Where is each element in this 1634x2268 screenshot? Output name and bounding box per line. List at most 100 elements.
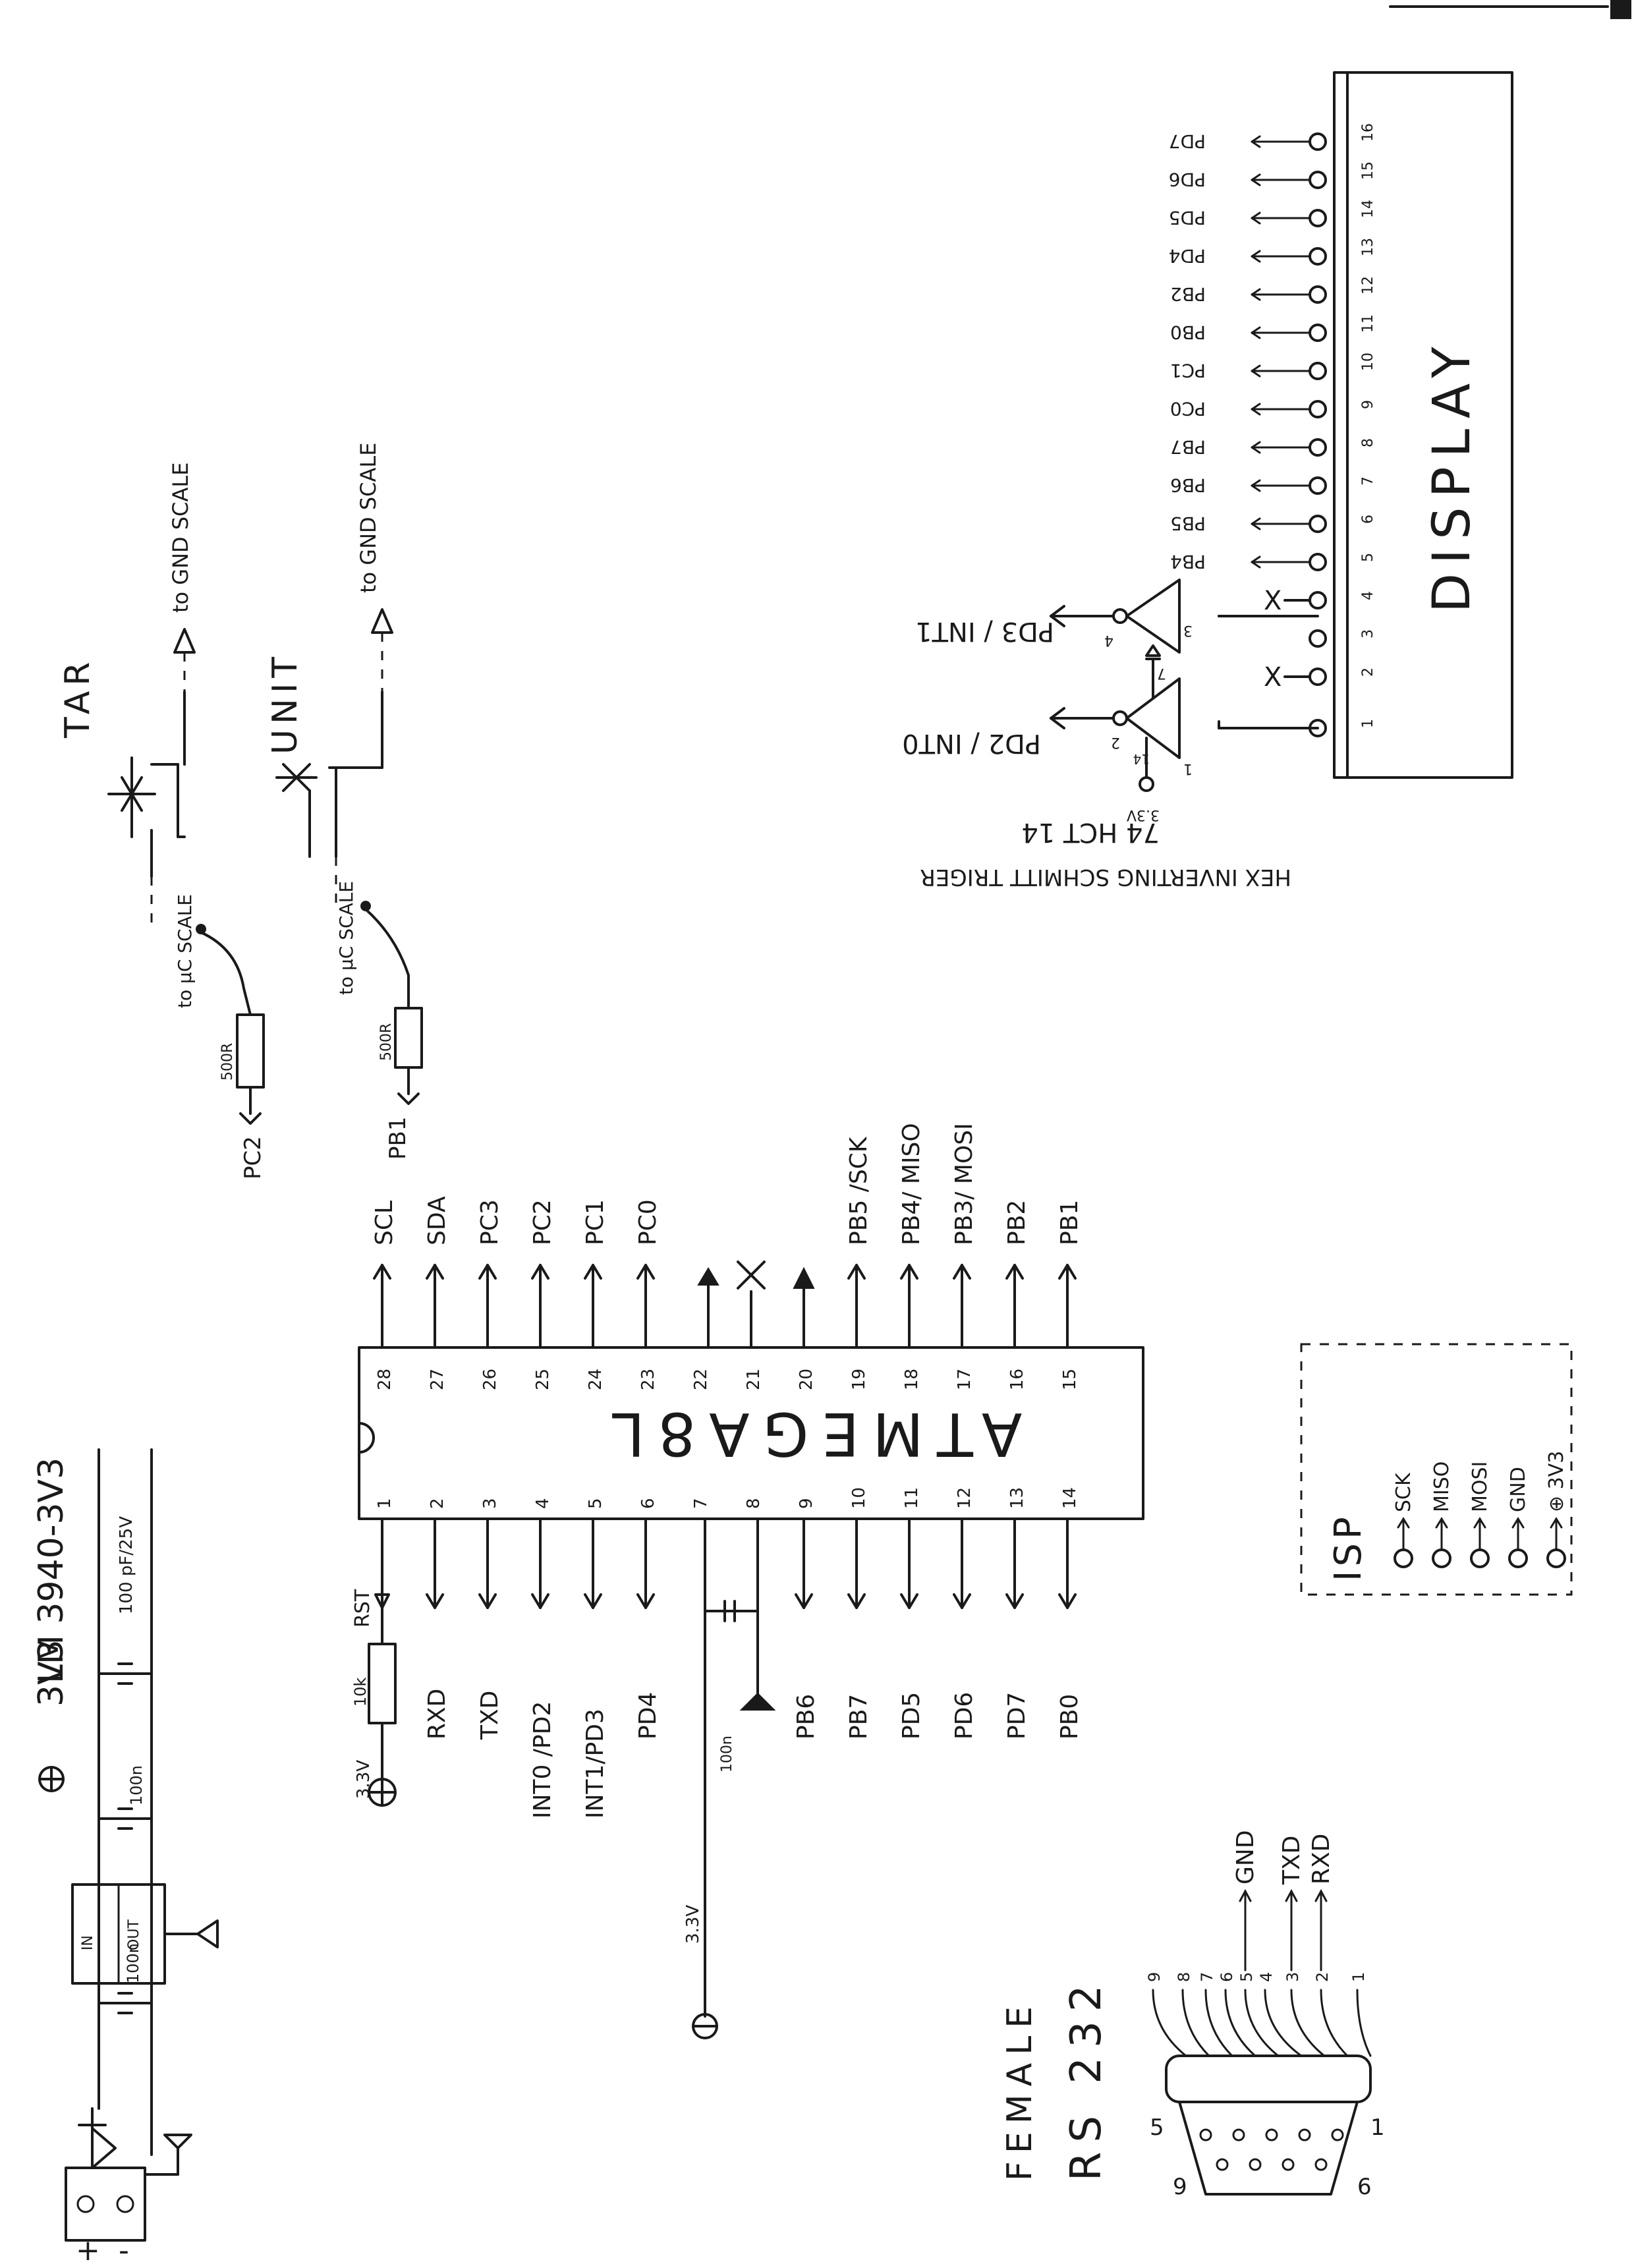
schmitt-pin-1: 1 xyxy=(1183,760,1193,777)
mcu-pin-21-group: 21 xyxy=(744,1369,764,1390)
display-pin-label-12: PB2 xyxy=(1170,283,1206,305)
db9-hole-bottom-2 xyxy=(1249,2158,1262,2171)
schmitt-buffer-icon-2 xyxy=(1125,579,1181,654)
db9-pin-1: 1 xyxy=(1349,1972,1368,1982)
db9-hole-bottom-1 xyxy=(1216,2158,1229,2171)
mcu-pin-7: 7 xyxy=(691,1498,711,1509)
schmitt-pin-7: 7 xyxy=(1157,665,1166,681)
mcu-label-top-24: PC1 xyxy=(582,1199,609,1245)
mcu-pin-5: 5 xyxy=(586,1498,606,1509)
mcu-pin-27-group: 27 xyxy=(428,1369,447,1390)
db9-hole-top-3 xyxy=(1265,2128,1278,2141)
mcu-label-top-15: PB1 xyxy=(1056,1200,1083,1245)
mcu-pin-25-group: 25 xyxy=(533,1369,553,1390)
mcu-label-top-28-group: SCL xyxy=(371,1201,398,1245)
mcu-label-top-25: PC2 xyxy=(529,1199,556,1245)
display-pin-circle-5 xyxy=(1309,553,1327,571)
db9-signal-gnd: GND xyxy=(1232,1830,1259,1885)
display-pin-circle-15 xyxy=(1309,171,1327,189)
display-pin-number-9: 9 xyxy=(1360,400,1376,409)
regulator-pin-in: IN xyxy=(80,1935,96,1950)
regulator-title: LM 3940-3V3 xyxy=(32,1458,71,1684)
display-pin-label-8: PB7 xyxy=(1170,436,1206,458)
display-pin-number-8: 8 xyxy=(1360,438,1376,447)
mcu-pin-1-group: 1 xyxy=(375,1498,395,1509)
tar-gnd-icon xyxy=(173,628,196,654)
mcu-label-top-23-group: PC0 xyxy=(634,1199,662,1245)
mcu-label-top-23: PC0 xyxy=(634,1199,662,1245)
regulator-pin-out: OUT xyxy=(126,1919,142,1950)
mcu-label-bottom-6-group: PD4 xyxy=(634,1692,662,1740)
cap7-label: 100n xyxy=(719,1736,735,1772)
connector-plus: + xyxy=(76,2234,100,2265)
schmitt-pin-14: 14 xyxy=(1133,751,1150,767)
schmitt-trigger-2: 3 4 PD3 / INT1 xyxy=(915,579,1319,654)
isp-title: ISP xyxy=(1327,1513,1370,1581)
db9-corner-br: 6 xyxy=(1357,2174,1372,2200)
mcu-notch xyxy=(358,1422,375,1454)
unit-label: UNIT xyxy=(266,652,305,754)
mcu-label-bottom-9-group: PB6 xyxy=(793,1694,820,1740)
mcu-pin-6: 6 xyxy=(638,1498,658,1509)
tar-label: TAR xyxy=(58,657,98,739)
display-pd3: PD3 / INT1 xyxy=(915,616,1054,646)
tar-pc2: PC2 xyxy=(240,1136,266,1179)
display-pin-circle-16 xyxy=(1309,132,1327,151)
display-title: DISPLAY xyxy=(1423,337,1482,613)
isp-label-4: GND xyxy=(1507,1467,1530,1512)
isp-box xyxy=(1300,1343,1573,1596)
mcu-label-bottom-11: PD5 xyxy=(898,1692,925,1740)
mcu-label-top-18-group: PB4/ MISO xyxy=(898,1123,925,1245)
display-pin-nc-4: X xyxy=(1264,586,1282,616)
db9-flange xyxy=(1165,2055,1372,2103)
page-corner-mark xyxy=(1389,0,1631,19)
mcu-pin-3: 3 xyxy=(480,1498,500,1509)
vcc-label-1: 3.3V xyxy=(354,1760,374,1799)
diode-icon xyxy=(91,2127,117,2169)
mcu-pin-16-group: 16 xyxy=(1007,1369,1027,1390)
tar-to-gnd: to GND SCALE xyxy=(168,463,193,613)
mcu-label-bottom-5-group: INT1/PD3 xyxy=(582,1709,609,1819)
ground-icon-mcu xyxy=(739,1692,776,1711)
mcu-pin-20: 20 xyxy=(797,1369,816,1390)
mcu-pin-6-group: 6 xyxy=(638,1498,658,1509)
supply-group: 3V3 xyxy=(32,1639,71,1707)
isp-label-1: SCK xyxy=(1392,1472,1415,1512)
display-pin-circle-7 xyxy=(1309,476,1327,495)
mcu-pin-23-group: 23 xyxy=(638,1369,658,1390)
mcu-label-top-27-group: SDA xyxy=(424,1196,451,1245)
mcu-label-top-16-group: PB2 xyxy=(1003,1200,1030,1245)
display-pin-number-12: 12 xyxy=(1360,276,1376,295)
db9-signal-txd-group: TXD xyxy=(1278,1836,1305,1885)
mcu-pin-24-group: 24 xyxy=(586,1369,606,1390)
mcu-pin-19: 19 xyxy=(849,1369,869,1390)
tar-resistor xyxy=(236,1013,265,1089)
mcu-pin-11-group: 11 xyxy=(902,1487,922,1509)
db9-wire-4 xyxy=(1264,1989,1303,2057)
mcu-pin-3-group: 3 xyxy=(480,1498,500,1509)
db9-corner-tl: 5 xyxy=(1150,2114,1164,2141)
display-pin-number-14: 14 xyxy=(1360,200,1376,218)
power-connector xyxy=(65,2167,146,2242)
mcu-pin-8: 8 xyxy=(744,1498,764,1509)
isp-pin-1 xyxy=(1394,1548,1413,1568)
mcu-label-top-27: SDA xyxy=(424,1196,451,1245)
db9-hole-top-1 xyxy=(1199,2128,1212,2141)
mcu-pin-22-group: 22 xyxy=(691,1369,711,1390)
isp-label-3: MOSI xyxy=(1469,1461,1492,1512)
display-pin-label-10: PC1 xyxy=(1170,360,1206,382)
mcu-label-bottom-6: PD4 xyxy=(634,1692,662,1740)
pin20-ground-icon xyxy=(793,1266,815,1289)
mcu-pin-17-group: 17 xyxy=(955,1369,974,1390)
mcu-pin-7-group: 7 xyxy=(691,1498,711,1509)
isp-label-3-group: MOSI xyxy=(1469,1461,1492,1512)
mcu-pin-23: 23 xyxy=(638,1369,658,1390)
tar-switch: TAR to GND SCALE to µC SCALE 500R PC2 xyxy=(58,463,266,1179)
mcu-label-bottom-12: PD6 xyxy=(951,1692,978,1740)
display-pin-label-7: PB6 xyxy=(1170,474,1206,496)
db9-signal-rxd: RXD xyxy=(1308,1834,1335,1885)
schmitt-v: 3.3V xyxy=(1127,807,1160,823)
